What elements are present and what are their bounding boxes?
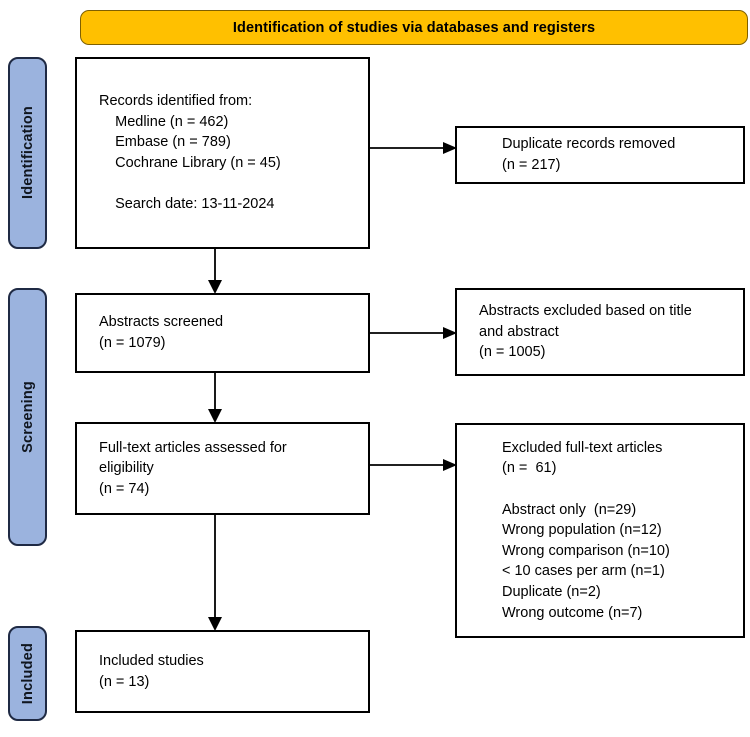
node-abstracts-screened-text: Abstracts screened (n = 1079) <box>99 314 224 351</box>
node-abstracts-screened: Abstracts screened (n = 1079) <box>75 293 370 373</box>
node-included-studies: Included studies (n = 13) <box>75 630 370 713</box>
arrow-right-screened-to-abstracts-excluded <box>369 323 459 343</box>
node-fulltext-assessed: Full-text articles assessed for eligibil… <box>75 422 370 515</box>
stage-label-screening-text: Screening <box>19 381 36 453</box>
node-duplicate-records-removed: Duplicate records removed (n = 217) <box>455 126 745 184</box>
node-records-identified: Records identified from: Medline (n = 46… <box>75 57 370 249</box>
diagram-header-banner: Identification of studies via databases … <box>80 10 748 45</box>
node-fulltext-excluded-text: Excluded full-text articles (n = 61) Abs… <box>502 439 670 621</box>
stage-label-screening: Screening <box>8 288 47 546</box>
arrow-down-screened-to-fulltext <box>200 372 230 425</box>
diagram-title: Identification of studies via databases … <box>232 19 596 36</box>
node-duplicate-records-removed-text: Duplicate records removed (n = 217) <box>502 136 676 173</box>
arrow-down-records-to-screened <box>200 248 230 296</box>
stage-label-included: Included <box>8 626 47 721</box>
node-included-studies-text: Included studies (n = 13) <box>99 652 204 690</box>
node-fulltext-excluded: Excluded full-text articles (n = 61) Abs… <box>455 423 745 638</box>
stage-label-identification: Identification <box>8 57 47 249</box>
node-abstracts-excluded-text: Abstracts excluded based on title and ab… <box>479 303 692 361</box>
stage-label-identification-text: Identification <box>19 106 36 200</box>
arrow-down-fulltext-to-included <box>200 514 230 633</box>
stage-label-included-text: Included <box>19 642 36 705</box>
arrow-right-records-to-duplicates <box>369 138 459 158</box>
node-records-identified-text: Records identified from: Medline (n = 46… <box>99 93 281 213</box>
node-fulltext-assessed-text: Full-text articles assessed for eligibil… <box>99 439 287 497</box>
node-abstracts-excluded: Abstracts excluded based on title and ab… <box>455 288 745 376</box>
arrow-right-fulltext-to-fulltext-excluded <box>369 455 459 475</box>
